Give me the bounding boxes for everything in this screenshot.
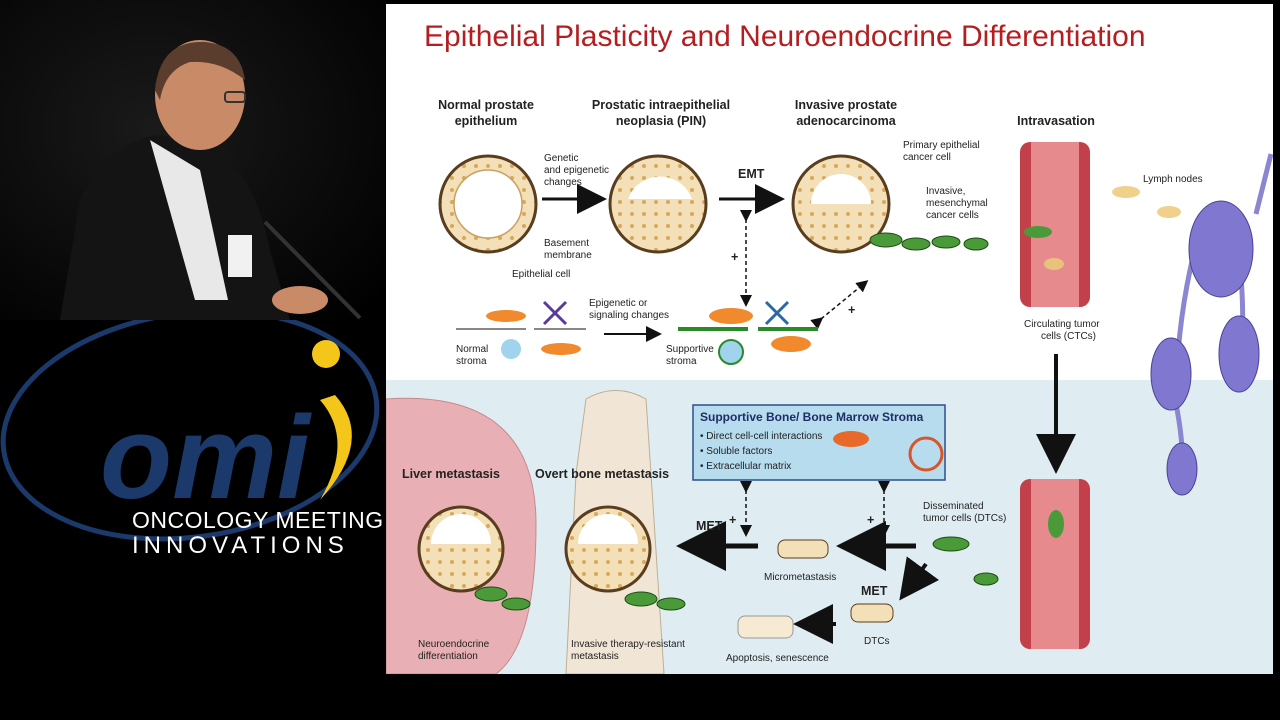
label-primary-1: Primary epithelial <box>903 140 980 151</box>
label-ctc-2: cells (CTCs) <box>1041 331 1096 342</box>
stage-normal-l1: Normal prostate <box>438 98 534 112</box>
gland-pin <box>610 156 706 252</box>
bone-box-item-3: • Extracellular matrix <box>700 461 791 472</box>
label-basement-2: membrane <box>544 250 592 261</box>
speaker-figure <box>0 0 385 320</box>
name-badge <box>228 235 252 277</box>
bone-box-item-1: • Direct cell-cell interactions <box>700 431 822 442</box>
label-apoptosis: Apoptosis, senescence <box>726 653 829 664</box>
logo-line1: ONCOLOGY MEETING <box>132 507 384 534</box>
stage-normal-l2: epithelium <box>455 114 518 128</box>
label-bone: Overt bone metastasis <box>535 467 669 481</box>
arrow-dashed-diag <box>821 282 866 319</box>
label-resist-1: Invasive therapy-resistant <box>571 639 685 650</box>
plus-3: + <box>729 513 736 527</box>
logo-graphic: omi <box>0 320 385 680</box>
stage-intravasation: Intravasation <box>1017 114 1095 128</box>
label-normal-stroma-1: Normal <box>456 344 488 355</box>
plus-4: + <box>867 513 874 527</box>
label-basement-1: Basement <box>544 238 589 249</box>
label-neuro-1: Neuroendocrine <box>418 639 490 650</box>
bone-box-item-2: • Soluble factors <box>700 446 772 457</box>
label-mesen-3: cancer cells <box>926 210 979 221</box>
label-mesen-1: Invasive, <box>926 186 965 197</box>
arrow-dtc-met <box>904 564 926 594</box>
label-primary-2: cancer cell <box>903 152 951 163</box>
stage-invasive-l2: adenocarcinoma <box>796 114 896 128</box>
label-dtc-2: tumor cells (DTCs) <box>923 513 1006 524</box>
speaker-video <box>0 0 385 320</box>
logo-dot <box>312 340 340 368</box>
label-emt: EMT <box>738 167 765 181</box>
label-supp-stroma-1: Supportive <box>666 344 714 355</box>
label-supp-stroma-2: stroma <box>666 356 697 367</box>
label-genetic-2: and epigenetic <box>544 165 609 176</box>
label-epithelial-cell: Epithelial cell <box>512 269 570 280</box>
presentation-slide: Epithelial Plasticity and Neuroendocrine… <box>386 4 1273 674</box>
diagram: Normal prostate epithelium Prostatic int… <box>386 4 1273 674</box>
label-genetic-3: changes <box>544 177 582 188</box>
plus-2: + <box>848 303 855 317</box>
logo-letters: omi <box>100 392 312 524</box>
label-dtc-1: Disseminated <box>923 501 984 512</box>
omi-logo: omi ONCOLOGY MEETING INNOVATIONS <box>0 320 385 680</box>
plus-1: + <box>731 250 738 264</box>
label-epi-sig-1: Epigenetic or <box>589 298 648 309</box>
label-met-1: MET <box>696 519 723 533</box>
blood-vessel-bottom <box>1020 479 1090 649</box>
label-mesen-2: mesenchymal <box>926 198 988 209</box>
blood-vessel-top <box>1020 142 1090 307</box>
label-liver: Liver metastasis <box>402 467 500 481</box>
label-micromet: Micrometastasis <box>764 572 836 583</box>
stage-pin-l2: neoplasia (PIN) <box>616 114 706 128</box>
label-ctc-1: Circulating tumor <box>1024 319 1100 330</box>
label-normal-stroma-2: stroma <box>456 356 487 367</box>
label-neuro-2: differentiation <box>418 651 478 662</box>
label-genetic-1: Genetic <box>544 153 578 164</box>
stage-pin-l1: Prostatic intraepithelial <box>592 98 730 112</box>
label-resist-2: metastasis <box>571 651 619 662</box>
lymph-nodes <box>1112 154 1271 495</box>
gland-normal <box>440 156 536 252</box>
label-met-2: MET <box>861 584 888 598</box>
label-epi-sig-2: signaling changes <box>589 310 669 321</box>
stage-invasive-l1: Invasive prostate <box>795 98 897 112</box>
logo-line2: INNOVATIONS <box>132 532 349 560</box>
label-lymph: Lymph nodes <box>1143 174 1203 185</box>
label-dtcs-small: DTCs <box>864 636 890 647</box>
liver-tissue <box>386 398 536 674</box>
bone-tissue <box>566 391 685 675</box>
dtc-cells <box>933 537 998 585</box>
bone-box-title: Supportive Bone/ Bone Marrow Stroma <box>700 410 924 424</box>
